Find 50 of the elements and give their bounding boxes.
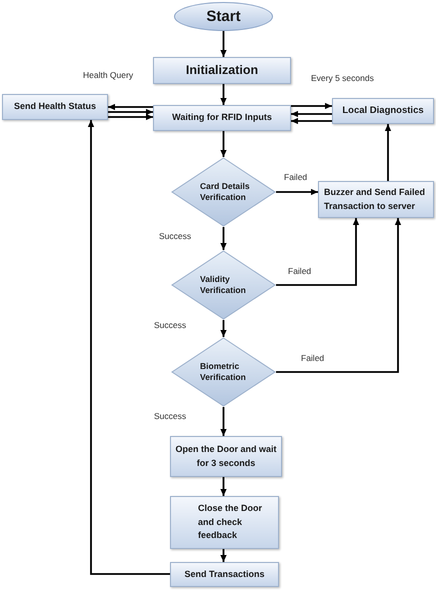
arrow — [220, 549, 227, 562]
node-text: Card Details Verification — [200, 180, 251, 204]
node-text: Waiting for RFID Inputs — [172, 112, 272, 124]
edge-label: Success — [158, 231, 192, 241]
arrow — [291, 118, 332, 124]
decision-diamond — [171, 157, 276, 227]
edge-label: Success — [153, 320, 188, 330]
note-text: Health Query — [82, 70, 134, 80]
node-text: Send Transactions — [184, 568, 265, 580]
node-text: Start — [206, 6, 241, 26]
note-text: Every 5 seconds — [310, 73, 375, 83]
process-box — [2, 94, 108, 120]
arrow — [220, 227, 227, 250]
node-text: Initialization — [186, 62, 258, 79]
arrow — [108, 108, 153, 116]
process-box — [170, 436, 282, 477]
process-box — [318, 181, 434, 218]
process-box — [170, 562, 279, 587]
decision-diamond — [171, 250, 276, 320]
process-box — [153, 57, 291, 84]
edge-label: Failed — [283, 172, 308, 182]
node-text: Validity Verification — [200, 274, 247, 296]
arrow — [384, 124, 392, 181]
arrow — [88, 120, 170, 575]
arrow — [220, 407, 227, 436]
arrow — [220, 31, 227, 57]
node-text: Close the Door and check feedback — [198, 502, 264, 542]
arrow — [108, 104, 153, 110]
arrow — [291, 110, 332, 118]
decision-diamond — [171, 337, 276, 407]
arrow — [108, 114, 153, 120]
arrow — [276, 218, 402, 373]
process-box — [332, 98, 434, 124]
arrow — [220, 131, 227, 157]
node-text: Biometric Verification — [200, 360, 247, 384]
node-text: Send Health Status — [14, 101, 96, 113]
node-text: Local Diagnostics — [342, 104, 424, 118]
process-box — [170, 496, 279, 549]
process-box — [153, 105, 291, 131]
edge-label: Failed — [300, 353, 326, 363]
arrow — [276, 188, 318, 196]
arrow — [220, 477, 227, 496]
arrow — [276, 218, 360, 286]
arrow — [291, 102, 332, 110]
arrow — [220, 320, 227, 337]
edge-label: Success — [153, 411, 188, 421]
arrow — [220, 84, 227, 105]
node-text: Open the Door and wait for 3 seconds — [174, 443, 278, 470]
edge-label: Failed — [287, 266, 312, 276]
node-text: Buzzer and Send Failed Transaction to server — [324, 186, 426, 212]
